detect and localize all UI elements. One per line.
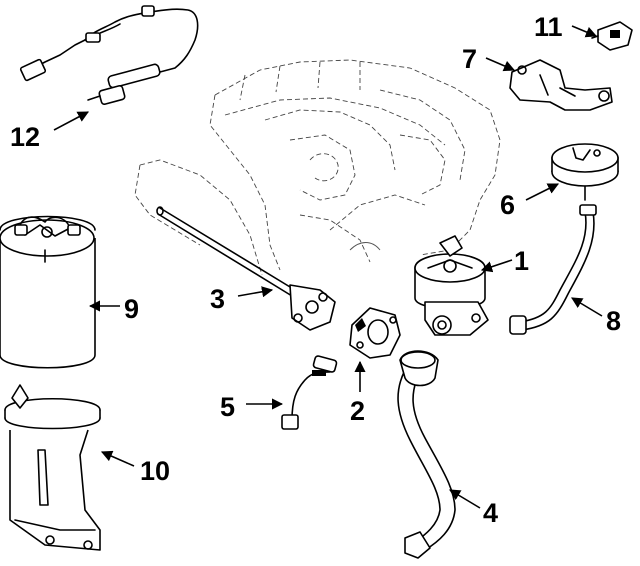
leader-6 bbox=[525, 183, 560, 201]
leader-1 bbox=[480, 259, 513, 273]
vacuum-modulator-part bbox=[551, 143, 619, 201]
callout-12: 12 bbox=[10, 122, 40, 152]
solenoid-part bbox=[591, 21, 633, 51]
engine-manifold-outline bbox=[134, 59, 501, 276]
canister-bracket-part bbox=[4, 384, 101, 551]
leader-3 bbox=[237, 286, 274, 298]
leader-7 bbox=[485, 57, 516, 72]
callout-7: 7 bbox=[462, 44, 477, 74]
callout-4: 4 bbox=[483, 498, 498, 528]
egr-valve-part bbox=[414, 235, 489, 336]
leader-12 bbox=[53, 111, 89, 131]
oxygen-sensor-part bbox=[19, 5, 199, 105]
temperature-sensor-part bbox=[281, 355, 338, 430]
canister-part bbox=[0, 215, 96, 369]
callout-5: 5 bbox=[220, 392, 235, 422]
egr-tube-part bbox=[156, 206, 336, 331]
leader-10 bbox=[100, 450, 135, 467]
vacuum-hose-part bbox=[509, 204, 597, 335]
gasket-part bbox=[349, 307, 401, 359]
callout-10: 10 bbox=[140, 456, 170, 486]
callout-1: 1 bbox=[514, 246, 529, 276]
callout-6: 6 bbox=[500, 190, 515, 220]
callout-8: 8 bbox=[606, 306, 621, 336]
callout-9: 9 bbox=[124, 294, 139, 324]
leader-arrows bbox=[53, 25, 603, 509]
callout-11: 11 bbox=[534, 12, 563, 42]
callout-2: 2 bbox=[350, 396, 365, 426]
callout-labels: 1 2 3 4 5 6 7 8 9 10 11 12 bbox=[10, 12, 621, 528]
leader-4 bbox=[449, 489, 481, 509]
callout-3: 3 bbox=[210, 284, 225, 314]
leader-11 bbox=[571, 25, 598, 38]
egr-pipe-part bbox=[397, 350, 456, 559]
leader-8 bbox=[571, 297, 603, 317]
bracket-part bbox=[509, 59, 613, 111]
